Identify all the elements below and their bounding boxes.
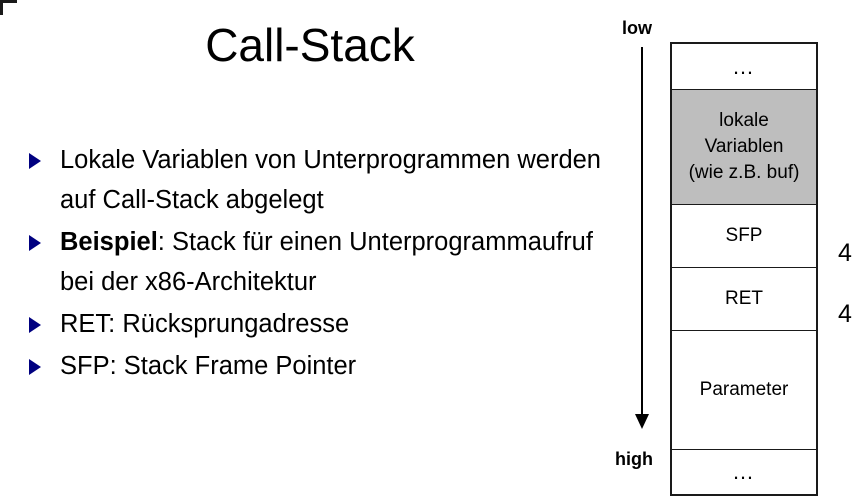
triangle-bullet-icon [29, 317, 41, 333]
growth-arrow-head-icon [635, 414, 649, 429]
list-item-rest: : Stack für einen Unterprogrammaufruf be… [60, 228, 593, 296]
stack-cell-label: lokale Variablen (wie z.B. buf) [689, 108, 800, 186]
list-item: SFP: Stack Frame Pointer [24, 346, 604, 386]
stack-cell-top-ellipsis: … [672, 44, 816, 90]
stack-cell-sfp: SFP [672, 205, 816, 268]
triangle-bullet-icon [29, 235, 41, 251]
triangle-bullet-icon [29, 153, 41, 169]
stack-cell-label: Parameter [699, 379, 789, 400]
size-annotation-sfp: 4 [838, 239, 852, 267]
list-item-label: RET: Rücksprungadresse [60, 310, 350, 338]
list-item: Beispiel: Stack für einen Unterprogramma… [24, 222, 604, 302]
bullet-list: Lokale Variablen von Unterprogrammen wer… [24, 140, 604, 388]
local-variables-line-2: Variablen [704, 136, 784, 157]
size-annotation-ret: 4 [838, 300, 852, 328]
crop-mark-icon [0, 0, 17, 15]
growth-arrow-shaft-icon [641, 47, 643, 418]
local-variables-line-3: (wie z.B. buf) [688, 162, 800, 183]
stack-cells: … lokale Variablen (wie z.B. buf) SFP RE… [670, 42, 818, 496]
list-item-label: Lokale Variablen von Unterprogrammen wer… [60, 146, 601, 214]
stack-cell-bottom-ellipsis: … [672, 450, 816, 494]
triangle-bullet-icon [29, 359, 41, 375]
list-item-label: SFP: Stack Frame Pointer [60, 352, 357, 380]
high-address-label: high [615, 449, 653, 469]
local-variables-line-1: lokale [719, 110, 769, 131]
list-item-bold-prefix: Beispiel [60, 228, 158, 256]
stack-cell-label: SFP [725, 225, 763, 246]
stack-cell-label: RET [725, 288, 763, 309]
stack-cell-local-variables: lokale Variablen (wie z.B. buf) [672, 90, 816, 205]
stack-cell-ret: RET [672, 268, 816, 331]
list-item-label: Beispiel: Stack für einen Unterprogramma… [60, 222, 604, 302]
call-stack-diagram: low high … lokale Variablen (wie z.B. bu… [610, 0, 855, 501]
page-title: Call-Stack [205, 19, 415, 71]
list-item: RET: Rücksprungadresse [24, 304, 604, 344]
list-item: Lokale Variablen von Unterprogrammen wer… [24, 140, 604, 220]
stack-cell-label: … [732, 53, 756, 79]
stack-cell-label: … [732, 459, 756, 484]
low-address-label: low [622, 18, 652, 38]
stack-cell-parameter: Parameter [672, 331, 816, 450]
